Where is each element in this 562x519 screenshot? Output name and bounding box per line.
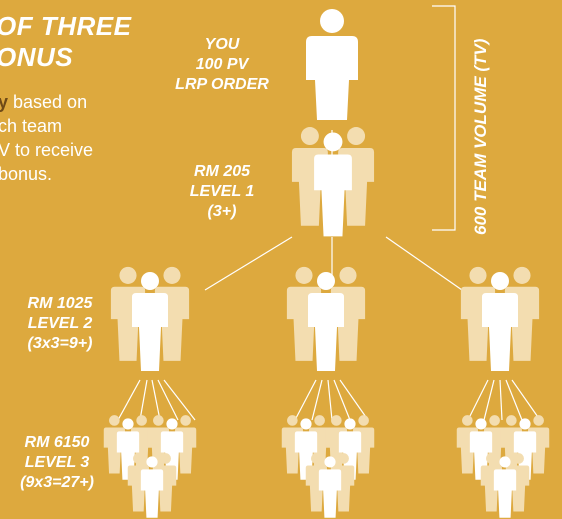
- you-label-pv: 100 PV: [195, 56, 249, 73]
- you-figure: [306, 9, 358, 120]
- level-3-count: (9x3=27+): [20, 474, 94, 491]
- level-3-name: LEVEL 3: [24, 454, 90, 471]
- page-title-line-2: ONUS: [0, 42, 74, 72]
- level-2-group-icon-2: [286, 266, 366, 371]
- level-1-label: RM 205 LEVEL 1 (3+): [180, 162, 264, 222]
- description-line-1: y based on: [0, 92, 88, 112]
- level-2-bonus: RM 1025: [27, 295, 93, 312]
- page-title-line-1: OF THREE: [0, 11, 132, 41]
- level-1-name: LEVEL 1: [189, 183, 255, 200]
- level-2-count: (3x3=9+): [27, 335, 93, 352]
- level-1-count: (3+): [207, 203, 237, 220]
- you-label-order: LRP ORDER: [175, 76, 269, 93]
- team-volume-bracket: [432, 5, 456, 231]
- you-label: YOU 100 PV LRP ORDER: [170, 35, 274, 95]
- description-line-4: bonus.: [0, 164, 53, 184]
- level-2-name: LEVEL 2: [27, 315, 93, 332]
- description-highlight: y: [0, 92, 9, 112]
- level-2-group-icon-1: [110, 266, 190, 371]
- level-2-label: RM 1025 LEVEL 2 (3x3=9+): [14, 294, 106, 354]
- level-3-bonus: RM 6150: [24, 434, 90, 451]
- team-volume-label: 600 TEAM VOLUME (TV): [471, 38, 490, 235]
- level-1-bonus: RM 205: [193, 163, 251, 180]
- you-label-title: YOU: [204, 36, 240, 53]
- description-line-3: V to receive: [0, 140, 94, 160]
- level-2-group-icon-3: [460, 266, 540, 371]
- level-1-group-icon: [291, 127, 375, 237]
- level-3-label: RM 6150 LEVEL 3 (9x3=27+): [5, 433, 109, 493]
- description-line-2: ch team: [0, 116, 63, 136]
